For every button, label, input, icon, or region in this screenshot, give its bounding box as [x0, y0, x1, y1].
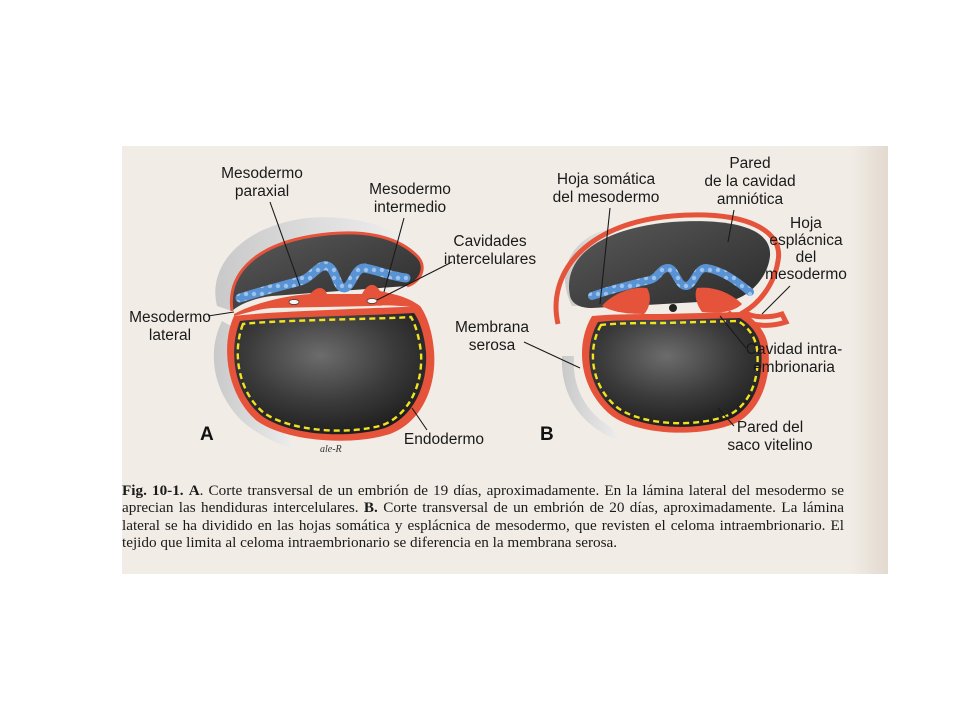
panel-b-somatic-layer: [553, 212, 790, 328]
label-pared-amniotica-2: de la cavidad: [704, 173, 795, 190]
label-hoja-somatica-2: del mesodermo: [553, 189, 660, 206]
panel-b-mesoderm-left: [602, 287, 650, 314]
panel-a-amnion-wall: [229, 231, 424, 312]
panel-a-intercellular-cavity-left: [288, 299, 300, 305]
panel-a-outer-rim-top: [215, 217, 410, 311]
label-pared-amniotica-1: Pared: [729, 155, 770, 172]
panel-b-endoderm: [591, 319, 759, 425]
panel-a: [213, 217, 435, 450]
leader-cavidades: [376, 261, 453, 301]
caption-figure-id: Fig. 10-1.: [122, 482, 184, 499]
caption-a-mark: A: [188, 482, 200, 499]
label-mesodermo-intermedio-1: Mesodermo: [369, 181, 451, 198]
panel-a-ectoderm: [235, 261, 411, 303]
figure-caption: Fig. 10-1. A. Corte transversal de un em…: [122, 482, 844, 552]
panel-a-amniotic-cavity: [231, 232, 423, 311]
label-pared-amniotica-3: amniótica: [717, 191, 784, 208]
panel-b: [553, 212, 790, 442]
panel-a-letter: A: [200, 424, 214, 445]
label-cavidad-intra-1: Cavidad intra-: [746, 341, 843, 358]
label-cavidades-2: intercelulares: [444, 251, 536, 268]
caption-b-text: Corte transversal de un embrión de 20 dí…: [122, 499, 845, 552]
panel-b-yolk-sac-cavity: [589, 318, 762, 427]
leader-paraxial: [269, 201, 301, 287]
caption-b-mark: B.: [363, 499, 378, 517]
panel-a-yolk-sac-cavity: [234, 313, 427, 435]
illustrator-signature: ale-R: [320, 444, 342, 455]
leader-endodermo: [411, 407, 428, 431]
label-hoja-esplacnica-4: mesodermo: [765, 266, 847, 283]
label-hoja-esplacnica-3: del: [796, 249, 817, 266]
label-cavidad-intra-2: embrionaria: [753, 359, 835, 376]
label-mesodermo-intermedio-2: intermedio: [374, 199, 446, 216]
leader-somatica: [599, 207, 611, 305]
leader-lateral: [207, 311, 235, 317]
label-mesodermo-paraxial-2: paraxial: [235, 183, 289, 200]
leader-cavidad-intra: [719, 315, 747, 349]
label-saco-vitelino-1: Pared del: [737, 419, 803, 436]
panel-a-lateral-mesoderm: [234, 284, 420, 316]
leader-esplacnica: [761, 285, 791, 315]
label-mesodermo-paraxial-1: Mesodermo: [221, 165, 303, 182]
label-hoja-esplacnica-1: Hoja: [790, 215, 822, 232]
scanned-figure: Mesodermo paraxial Mesodermo intermedio …: [122, 146, 888, 574]
panel-a-intercellular-cavity-right: [366, 298, 378, 304]
leader-saco-vitelino: [717, 407, 735, 427]
panel-b-outer-rim-bottom: [561, 356, 622, 442]
leader-intermedio: [383, 217, 405, 293]
panel-b-mesoderm-right: [695, 287, 742, 313]
label-mesodermo-lateral-2: lateral: [149, 327, 191, 344]
panel-b-ectoderm: [588, 263, 754, 300]
label-membrana-serosa-1: Membrana: [455, 319, 529, 336]
panel-b-letter: B: [540, 424, 554, 445]
embryo-cross-section-diagram: Mesodermo paraxial Mesodermo intermedio …: [129, 155, 847, 455]
label-membrana-serosa-2: serosa: [469, 337, 516, 354]
label-cavidades-1: Cavidades: [453, 233, 526, 250]
label-hoja-esplacnica-2: esplácnica: [769, 232, 843, 249]
panel-a-endoderm: [236, 315, 423, 432]
label-mesodermo-lateral-1: Mesodermo: [129, 309, 211, 326]
label-hoja-somatica-1: Hoja somática: [557, 171, 656, 188]
label-endodermo: Endodermo: [404, 431, 484, 448]
panel-b-notochord: [669, 304, 677, 312]
leader-pared-amniotica: [727, 209, 735, 243]
leader-serosa: [523, 341, 581, 369]
label-saco-vitelino-2: saco vitelino: [727, 437, 812, 454]
caption-a-text: . Corte transversal de un embrión de 19 …: [122, 482, 845, 517]
